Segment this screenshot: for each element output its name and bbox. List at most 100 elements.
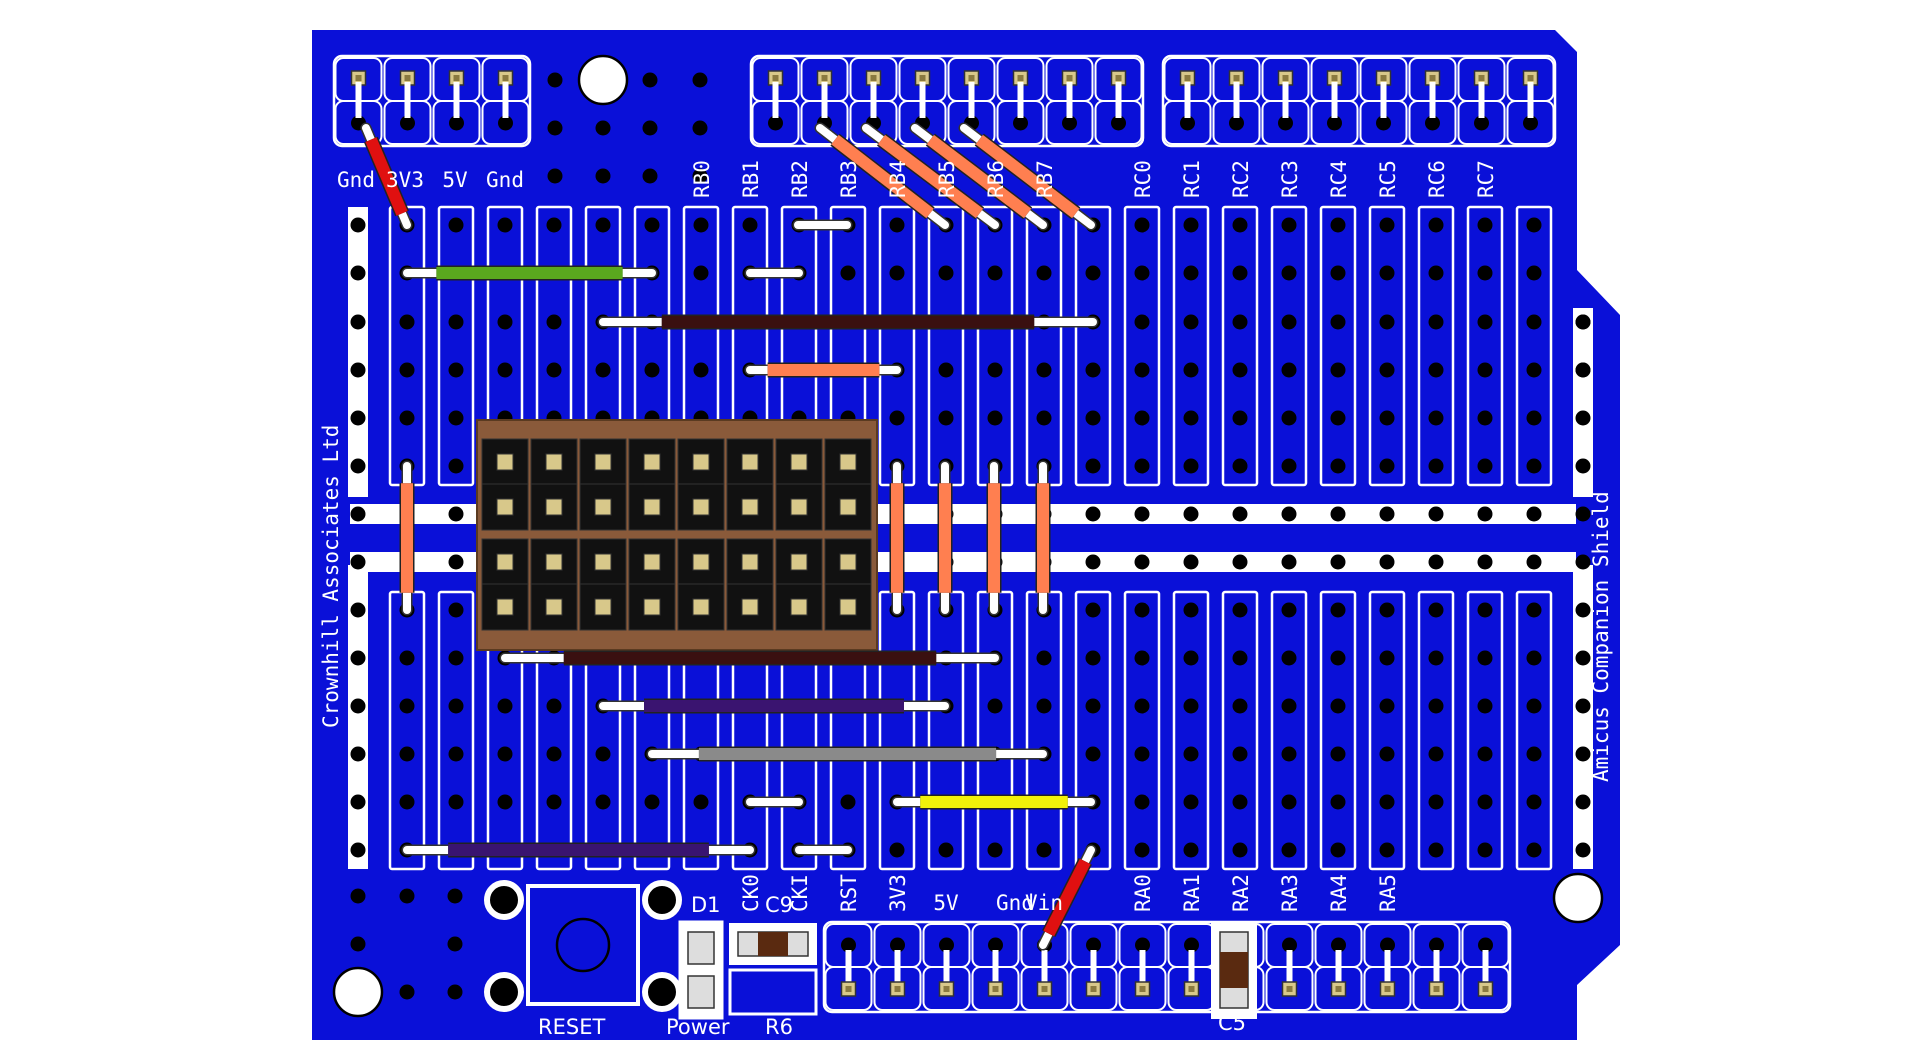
hole — [448, 506, 464, 522]
hole — [1526, 602, 1542, 618]
red-wire-gnd — [365, 137, 408, 216]
red-wire-5v — [1043, 858, 1091, 937]
hole — [1085, 602, 1101, 618]
hole — [1330, 842, 1346, 858]
strip-top — [1466, 205, 1504, 487]
hole — [889, 217, 905, 233]
hole — [1281, 458, 1297, 474]
hole — [1330, 650, 1346, 666]
strip-top — [1270, 205, 1308, 487]
c9-label: C9 — [765, 893, 793, 917]
hole — [1183, 265, 1199, 281]
hole — [350, 842, 366, 858]
hole — [448, 746, 464, 762]
pin-hole — [1282, 937, 1297, 953]
hole — [1281, 506, 1297, 522]
hole — [1036, 265, 1052, 281]
socket-pad — [545, 553, 563, 571]
hole — [987, 410, 1003, 426]
hole — [547, 168, 563, 184]
hole — [497, 794, 513, 810]
hole — [1428, 746, 1444, 762]
label-bottom-10: RA3 — [1278, 874, 1302, 912]
hole — [1428, 554, 1444, 570]
socket-pad — [545, 453, 563, 471]
label-rc3: RC3 — [1278, 160, 1302, 198]
hole — [1036, 842, 1052, 858]
pin-hole — [1111, 115, 1126, 131]
hole — [1477, 458, 1493, 474]
label-rb6: RB6 — [984, 160, 1008, 198]
hole — [1379, 698, 1395, 714]
hole — [1330, 554, 1346, 570]
pin-hole — [1180, 115, 1195, 131]
hole — [1379, 602, 1395, 618]
pin-hole — [1380, 937, 1395, 953]
rail-side-bottom — [348, 565, 368, 869]
hole — [1183, 650, 1199, 666]
socket-pad — [839, 453, 857, 471]
hole — [1036, 650, 1052, 666]
pin-pad-core — [1188, 986, 1195, 992]
pin-pad-core — [1139, 986, 1146, 992]
hole — [1477, 410, 1493, 426]
hole — [1477, 794, 1493, 810]
hole — [840, 265, 856, 281]
pin-pad-core — [845, 986, 852, 992]
c-port-header — [1161, 54, 1557, 148]
pin-hole — [890, 937, 905, 953]
hole — [1379, 842, 1395, 858]
hole — [1134, 217, 1150, 233]
strip-top — [1368, 205, 1406, 487]
hole — [938, 410, 954, 426]
hole — [1428, 602, 1444, 618]
reset-pin — [642, 880, 682, 920]
pin-hole — [1478, 937, 1493, 953]
hole — [1183, 410, 1199, 426]
hole — [1575, 458, 1591, 474]
label-bottom-5: Gnd — [996, 891, 1034, 915]
reset-label: RESET — [538, 1015, 605, 1039]
pin-pad-core — [453, 75, 460, 81]
hole — [1134, 698, 1150, 714]
hole — [350, 936, 366, 952]
hole — [987, 698, 1003, 714]
hole — [1134, 554, 1150, 570]
hole — [497, 698, 513, 714]
hole — [1379, 265, 1395, 281]
hole — [1232, 650, 1248, 666]
hole — [546, 746, 562, 762]
hole — [1575, 794, 1591, 810]
strip-bottom — [1074, 590, 1112, 871]
hole — [1183, 506, 1199, 522]
hole — [1281, 650, 1297, 666]
hole — [448, 314, 464, 330]
hole — [350, 314, 366, 330]
socket-pad — [741, 498, 759, 516]
hole — [1330, 698, 1346, 714]
hole — [497, 314, 513, 330]
hole — [1232, 554, 1248, 570]
pin-hole — [1062, 115, 1077, 131]
hole — [399, 794, 415, 810]
label-rb7: RB7 — [1033, 160, 1057, 198]
strip-bottom — [1466, 590, 1504, 871]
hole — [448, 698, 464, 714]
hole — [693, 265, 709, 281]
pin-hole — [939, 937, 954, 953]
hole — [350, 698, 366, 714]
hole — [546, 217, 562, 233]
hole — [1379, 458, 1395, 474]
hole — [1085, 362, 1101, 378]
hole — [1183, 314, 1199, 330]
hole — [1183, 554, 1199, 570]
hole — [1183, 746, 1199, 762]
hole — [546, 362, 562, 378]
hole — [350, 602, 366, 618]
hole — [1330, 602, 1346, 618]
hole — [447, 888, 463, 904]
hole — [742, 217, 758, 233]
socket-pad — [594, 453, 612, 471]
pin-hole — [1184, 937, 1199, 953]
